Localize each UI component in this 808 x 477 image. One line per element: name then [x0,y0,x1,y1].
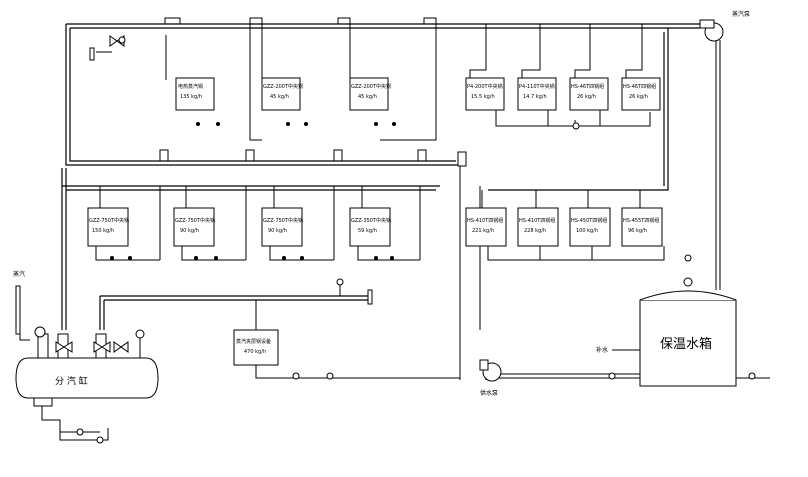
unit-top-1-load: 135 kg/h [180,94,202,100]
unit-mid-6: HS-410T四锅组 228 kg/h [517,207,559,247]
tank-label: 保温水箱 [660,336,712,352]
unit-mid-7-name: HS-450T四锅组 [571,217,607,224]
unit-top-1-name: 电热蒸汽锅 [178,83,203,90]
unit-mid-6-load: 228 kg/h [524,228,546,234]
bottom-piping [41,40,770,441]
steam-header: 分 汽 缸 蒸汽 [13,270,159,407]
unit-mid-3: GZZ-750T中央锅 90 kg/h [261,207,303,247]
unit-top-7: HS-46T四锅组 26 kg/h [621,77,661,111]
unit-mid-1: GZZ-750T中央锅 150 kg/h [87,207,129,247]
unit-mid-7: HS-450T四锅组 100 kg/h [569,207,611,247]
unit-bottom: 蒸汽夹层锅设备 470 kg/h [233,329,279,366]
unit-mid-8-load: 96 kg/h [628,228,647,234]
unit-top-2: GZZ-200T中央锅 45 kg/h [261,77,303,111]
unit-mid-2: GZZ-750T中央锅 90 kg/h [173,207,215,247]
unit-mid-5-name: HS-410T四锅组 [467,217,503,224]
unit-top-2-load: 45 kg/h [270,94,289,100]
unit-top-4: P4-200T中央锅 15.5 kg/h [465,77,505,111]
unit-mid-4-load: 59 kg/h [358,228,377,234]
unit-top-5-load: 14.7 kg/h [523,94,547,100]
unit-mid-7-load: 100 kg/h [576,228,598,234]
unit-mid-4-name: GZZ-350T中央锅 [351,217,391,224]
unit-mid-5: HS-410T四锅组 221 kg/h [465,207,507,247]
unit-mid-5-load: 221 kg/h [472,228,494,234]
top-row-units: 电热蒸汽锅 135 kg/h GZZ-200T中央锅 45 kg/h GZZ-2… [175,77,661,111]
unit-mid-8-name: HS-455T四锅组 [623,217,659,224]
unit-mid-8: HS-455T四锅组 96 kg/h [621,207,663,247]
unit-mid-3-name: GZZ-750T中央锅 [263,217,303,224]
unit-mid-6-name: HS-410T四锅组 [519,217,555,224]
mid-row-risers [95,149,665,380]
feed-pump-label: 供水泵 [480,389,498,397]
unit-bottom-load: 470 kg/h [244,349,266,355]
unit-top-3-load: 45 kg/h [358,94,377,100]
unit-top-1: 电热蒸汽锅 135 kg/h [175,77,215,111]
mid-row-units: GZZ-750T中央锅 150 kg/h GZZ-750T中央锅 90 kg/h… [87,207,663,247]
steam-inlet-label: 蒸汽 [13,270,25,278]
unit-bottom-name: 蒸汽夹层锅设备 [236,338,271,345]
unit-top-4-name: P4-200T中央锅 [467,83,503,90]
unit-top-4-load: 15.5 kg/h [471,94,495,100]
insulated-water-tank: 保温水箱 补水 [596,277,737,387]
unit-mid-1-name: GZZ-750T中央锅 [89,217,129,224]
unit-mid-4: GZZ-350T中央锅 59 kg/h [349,207,391,247]
steam-pump-label: 蒸汽泵 [732,10,750,18]
unit-mid-2-load: 90 kg/h [180,228,199,234]
header-valves [34,326,145,358]
unit-top-3: GZZ-200T中央锅 45 kg/h [349,77,391,111]
unit-top-5: P4-110T中央锅 14.7 kg/h [517,77,557,111]
steam-pump: 蒸汽泵 [699,10,750,42]
unit-top-5-name: P4-110T中央锅 [519,83,555,90]
unit-mid-3-load: 90 kg/h [268,228,287,234]
unit-mid-2-name: GZZ-750T中央锅 [175,217,215,224]
unit-top-6: HS-46T四锅组 26 kg/h [569,77,609,111]
unit-top-7-load: 26 kg/h [629,94,648,100]
unit-mid-1-load: 150 kg/h [92,228,114,234]
feed-pump: 供水泵 [479,359,502,397]
unit-top-2-name: GZZ-200T中央锅 [263,83,303,90]
main-steam-loop [61,23,700,330]
unit-top-7-name: HS-46T四锅组 [623,83,656,90]
makeup-water-label: 补水 [596,346,608,354]
unit-top-6-name: HS-46T四锅组 [571,83,604,90]
unit-top-6-load: 26 kg/h [577,94,596,100]
steam-header-label: 分 汽 缸 [55,375,88,387]
unit-top-3-name: GZZ-200T中央锅 [351,83,391,90]
top-row-risers [164,17,651,141]
inline-valves [76,35,756,444]
